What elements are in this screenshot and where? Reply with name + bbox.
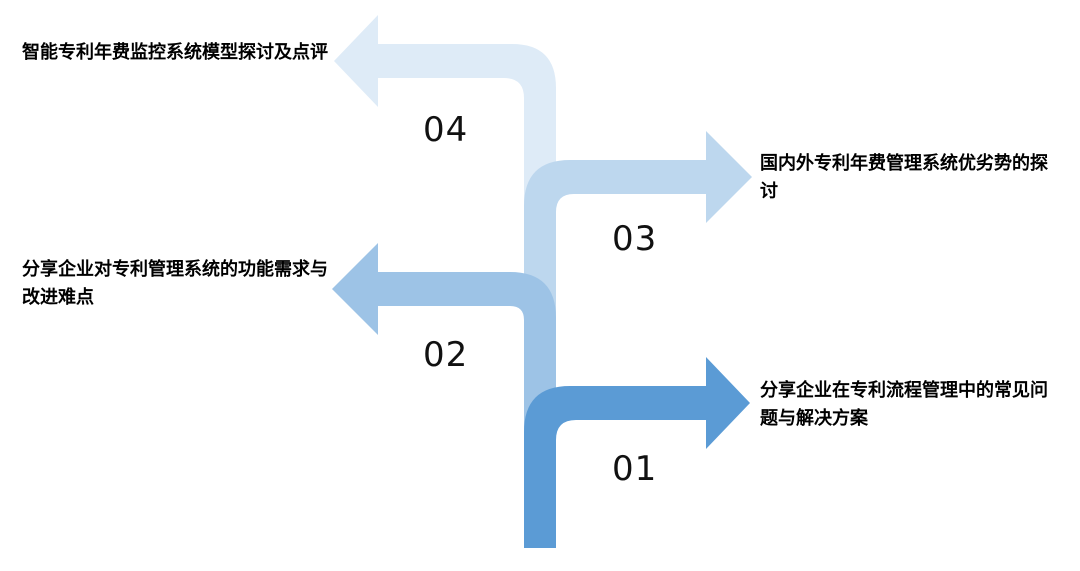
step-number-04: 04 bbox=[423, 110, 469, 150]
step-number-03: 03 bbox=[612, 219, 658, 259]
arrow-step-03 bbox=[524, 131, 752, 400]
arrow-step-01 bbox=[524, 357, 750, 548]
step-label-02: 分享企业对专利管理系统的功能需求与改进难点 bbox=[22, 259, 328, 308]
step-label-04: 智能专利年费监控系统模型探讨及点评 bbox=[22, 42, 328, 63]
step-number-02: 02 bbox=[423, 335, 469, 375]
step-label-01: 分享企业在专利流程管理中的常见问题与解决方案 bbox=[760, 380, 1048, 429]
step-label-03: 国内外专利年费管理系统优劣势的探讨 bbox=[760, 153, 1048, 202]
arrow-step-02 bbox=[332, 243, 556, 470]
step-number-01: 01 bbox=[612, 449, 658, 489]
